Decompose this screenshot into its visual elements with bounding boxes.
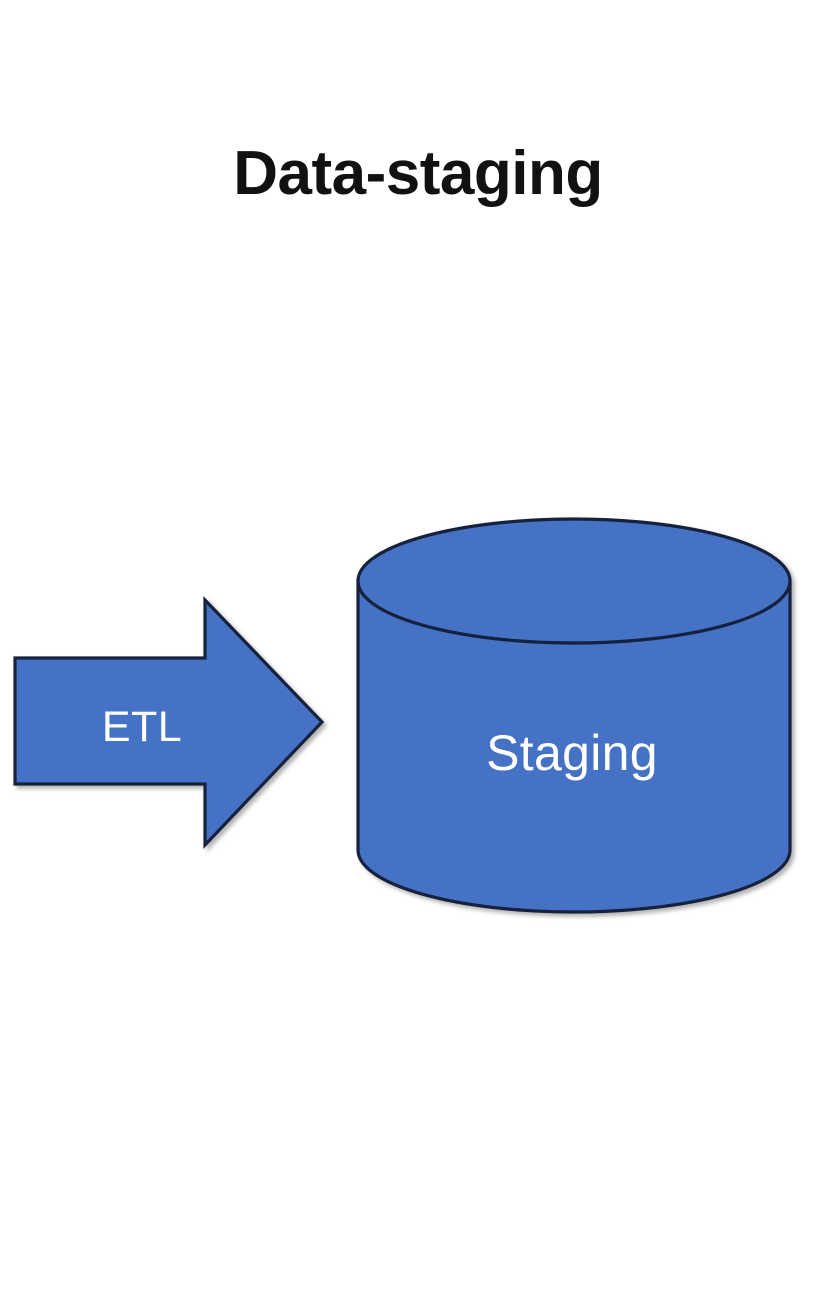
staging-cylinder-label: Staging bbox=[486, 725, 658, 781]
etl-arrow-label: ETL bbox=[101, 703, 183, 751]
staging-cylinder-shape[interactable] bbox=[356, 517, 792, 914]
page-title: Data-staging bbox=[233, 139, 603, 208]
etl-arrow-shape[interactable] bbox=[13, 596, 325, 850]
